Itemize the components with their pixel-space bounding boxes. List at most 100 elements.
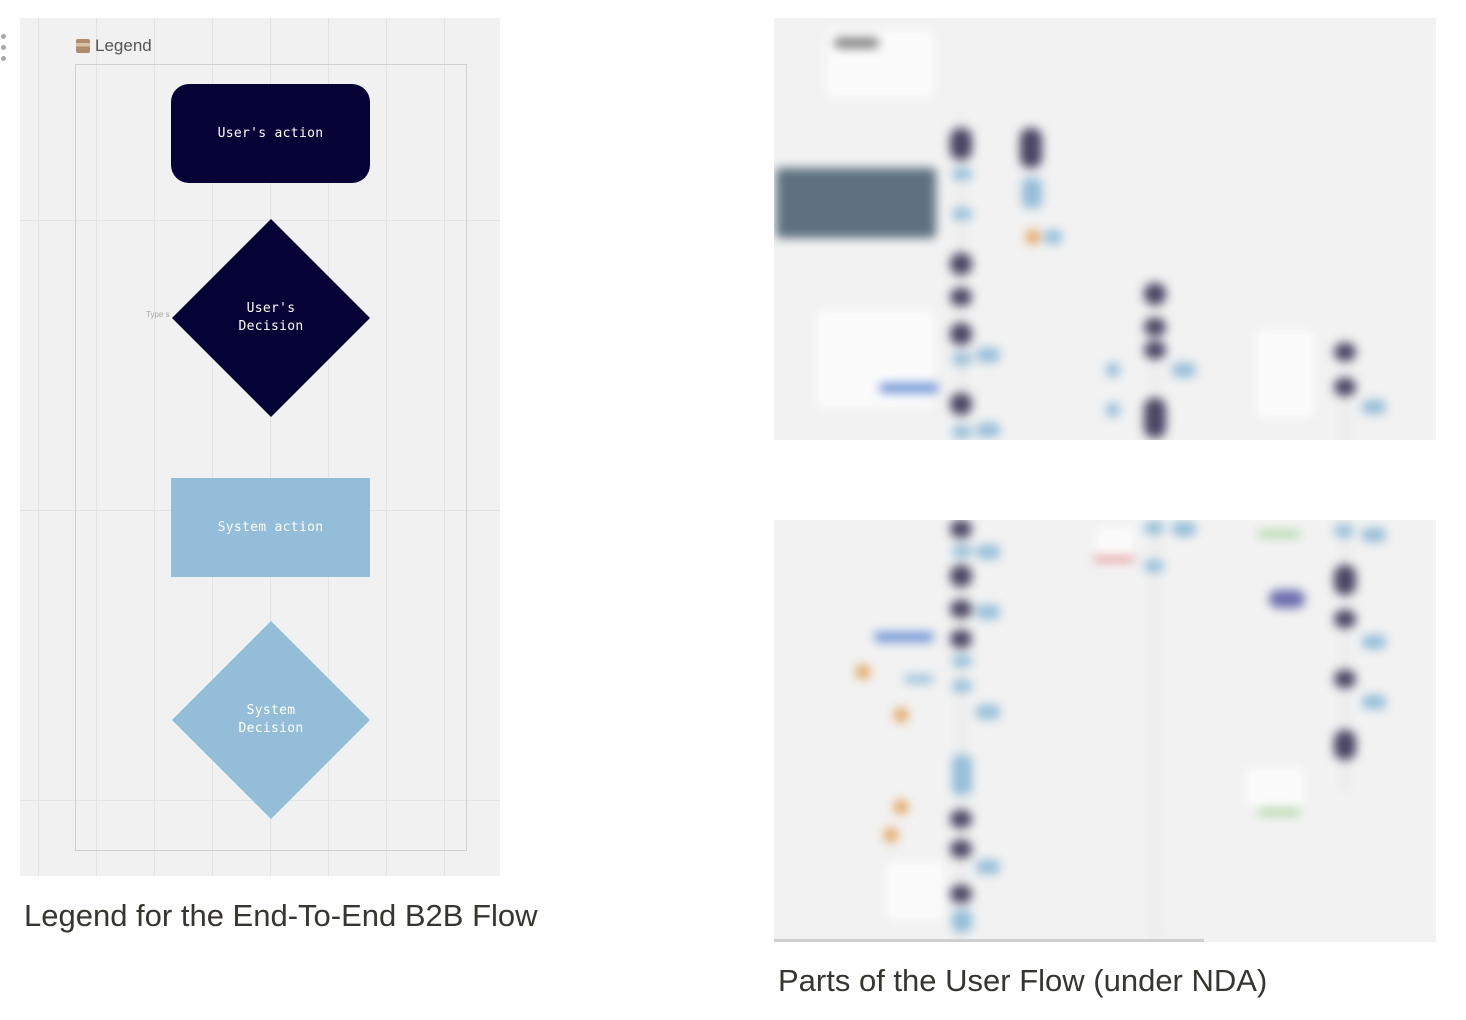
frame-title-text: Legend	[95, 36, 152, 55]
scroll-icon	[76, 39, 90, 53]
blurred-red-line	[1094, 555, 1134, 561]
blurred-button	[874, 632, 934, 642]
blurred-card	[884, 860, 946, 922]
user-action-shape: User's action	[171, 84, 370, 183]
flow-node	[1144, 341, 1166, 359]
flow-node	[1334, 670, 1356, 688]
flow-node	[950, 630, 972, 648]
blurred-card	[814, 308, 936, 410]
blurred-flow-content	[774, 18, 1436, 440]
flow-node	[952, 680, 972, 692]
flow-node	[1334, 343, 1356, 361]
user-flow-preview-top[interactable]	[774, 18, 1436, 440]
blurred-green-line	[1259, 810, 1299, 814]
blurred-text	[834, 38, 879, 48]
flow-node	[1144, 318, 1166, 336]
flow-line	[1154, 278, 1156, 440]
flow-node	[1026, 230, 1040, 244]
flow-node	[1334, 730, 1356, 760]
blurred-button	[879, 383, 939, 393]
flow-node	[1334, 525, 1354, 537]
flow-node	[1362, 528, 1386, 542]
flow-node	[950, 128, 972, 160]
blurred-card	[1244, 765, 1306, 807]
user-flow-caption: Parts of the User Flow (under NDA)	[778, 963, 1268, 998]
flow-node	[952, 208, 972, 220]
user-decision-label: User's Decision	[211, 300, 331, 336]
legend-caption: Legend for the End-To-End B2B Flow	[24, 898, 538, 933]
system-decision-label: System Decision	[211, 702, 331, 738]
flow-node	[1362, 635, 1386, 649]
flow-node	[904, 675, 934, 683]
flow-node	[950, 810, 972, 828]
flow-node	[950, 840, 972, 858]
flow-node	[1144, 560, 1164, 572]
user-action-label: User's action	[217, 125, 324, 141]
blurred-card	[1094, 525, 1136, 557]
flow-node	[976, 423, 1000, 437]
flow-node	[1362, 400, 1386, 414]
flow-node	[950, 323, 972, 345]
placeholder-hint: Type s	[146, 310, 170, 319]
flow-node	[976, 348, 1000, 362]
flow-line	[960, 520, 962, 942]
flow-node	[950, 393, 972, 415]
flow-node	[1334, 378, 1356, 396]
flow-node	[952, 545, 972, 557]
flow-node	[950, 565, 972, 587]
flow-node	[950, 520, 972, 538]
flow-node	[976, 545, 1000, 559]
legend-board-image[interactable]: Legend User's action User's Decision Typ…	[20, 18, 500, 876]
flow-node	[950, 288, 972, 306]
flow-node	[1106, 403, 1120, 417]
blurred-green-line	[1259, 532, 1299, 536]
flow-node	[1144, 398, 1166, 438]
flow-node	[1172, 522, 1196, 536]
flow-node	[1106, 363, 1120, 377]
flow-node	[1020, 128, 1042, 168]
blurred-flow-content	[774, 520, 1436, 942]
flow-line	[1344, 520, 1346, 790]
system-action-label: System action	[217, 519, 324, 535]
flow-node	[950, 253, 972, 275]
flow-node	[950, 885, 972, 903]
user-flow-preview-bottom[interactable]	[774, 520, 1436, 942]
system-action-shape: System action	[171, 478, 370, 577]
flow-node	[952, 353, 972, 365]
blurred-card	[1254, 328, 1316, 420]
blurred-screenshot	[776, 168, 936, 238]
system-decision-line2: Decision	[238, 721, 304, 736]
legend-frame	[75, 64, 467, 851]
block-drag-handle[interactable]	[0, 34, 8, 64]
flow-node	[952, 168, 972, 180]
flow-node	[952, 755, 972, 795]
flow-node	[952, 426, 972, 438]
flow-node	[1334, 610, 1356, 628]
flow-node	[1144, 283, 1166, 305]
flow-node	[976, 605, 1000, 619]
system-decision-line1: System	[246, 703, 296, 718]
flow-node	[976, 860, 1000, 874]
flow-node	[950, 600, 972, 618]
flow-node	[894, 708, 908, 722]
flow-node	[1334, 565, 1356, 595]
user-decision-line1: User's	[246, 301, 296, 316]
flow-node	[976, 705, 1000, 719]
flow-node	[884, 828, 898, 842]
user-decision-line2: Decision	[238, 319, 304, 334]
flow-node	[1362, 695, 1386, 709]
preview-scrollbar[interactable]	[774, 939, 1204, 942]
frame-title: Legend	[76, 36, 152, 56]
flow-node	[952, 655, 972, 667]
flow-node	[856, 665, 870, 679]
flow-node	[1269, 590, 1305, 608]
flow-node	[1172, 363, 1196, 377]
flow-line	[960, 118, 962, 440]
blurred-note-card	[824, 28, 936, 100]
flow-node	[1144, 522, 1164, 534]
flow-node	[1044, 230, 1062, 244]
flow-node	[952, 910, 972, 932]
flow-node	[1022, 178, 1042, 208]
flow-line	[1154, 520, 1156, 942]
flow-node	[894, 800, 908, 814]
